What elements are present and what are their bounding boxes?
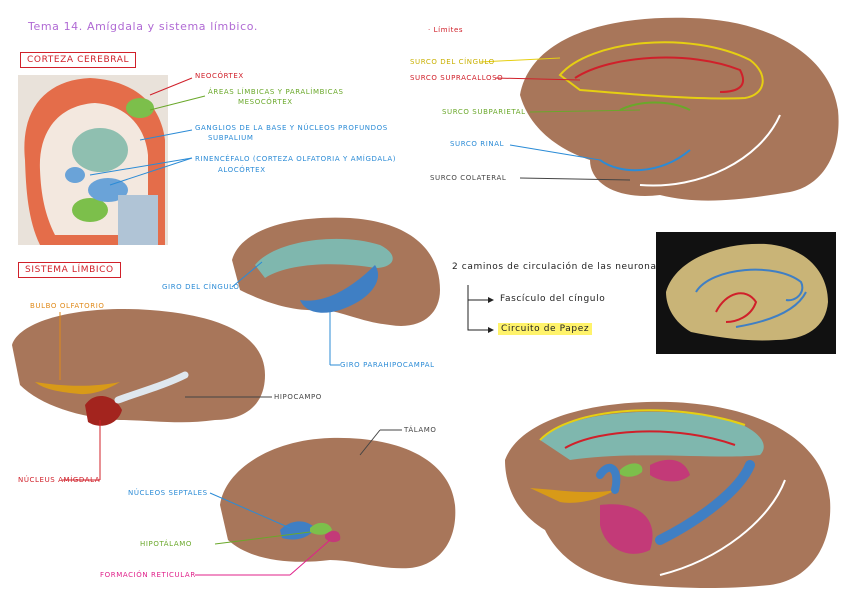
label-nucleus-amigdala: NÚCLEUS AMÍGDALA xyxy=(18,476,101,484)
papez-highlight: Circuito de Papez xyxy=(498,323,593,335)
circuit-item-fasciculo: Fascículo del cíngulo xyxy=(500,294,606,304)
label-surco-supracalloso: SURCO SUPRACALLOSO xyxy=(410,74,504,82)
section-corteza-cerebral: CORTEZA CEREBRAL xyxy=(20,52,137,68)
label-nucleos-septales: NÚCLEOS SEPTALES xyxy=(128,489,208,497)
section-sistema-limbico: SISTEMA LÍMBICO xyxy=(18,262,121,278)
circuits-heading: 2 caminos de circulación de las neuronas xyxy=(452,262,662,272)
label-alocortex: ALOCÓRTEX xyxy=(218,166,266,174)
medial-brain-bottom-middle xyxy=(220,437,456,569)
label-hipocampo: HIPOCAMPO xyxy=(274,393,322,401)
label-surco-cingulo: SURCO DEL CÍNGULO xyxy=(410,58,495,66)
medial-brain-top-right xyxy=(520,17,839,201)
label-hipotalamo: HIPOTÁLAMO xyxy=(140,540,192,548)
label-giro-cingulo: GIRO DEL CÍNGULO xyxy=(162,283,240,291)
papez-circuit-photo xyxy=(656,232,836,354)
label-areas-limbicas: ÁREAS LÍMBICAS Y PARALÍMBICAS xyxy=(208,88,344,96)
label-surco-subparietal: SURCO SUBPARIETAL xyxy=(442,108,526,116)
label-neocortex: NEOCÓRTEX xyxy=(195,72,244,80)
section-limites: · Límites xyxy=(428,26,464,34)
label-formacion-reticular: FORMACIÓN RETICULAR xyxy=(100,571,196,579)
page-title: Tema 14. Amígdala y sistema límbico. xyxy=(28,20,258,33)
label-rinencefalo: RINENCÉFALO (CORTEZA OLFATORIA Y AMÍGDAL… xyxy=(195,155,397,163)
label-ganglios-base: GANGLIOS DE LA BASE Y NÚCLEOS PROFUNDOS xyxy=(195,124,388,132)
label-subpalium: SUBPALIUM xyxy=(208,134,254,142)
label-talamo: TÁLAMO xyxy=(404,426,437,434)
medial-brain-middle xyxy=(232,217,440,326)
label-giro-parahipocampal: GIRO PARAHIPOCAMPAL xyxy=(340,361,435,369)
label-bulbo-olfatorio: BULBO OLFATORIO xyxy=(30,302,105,310)
label-mesocortex: MESOCÓRTEX xyxy=(238,98,293,106)
medial-brain-left-lower xyxy=(12,309,265,426)
papez-photo-drawing xyxy=(666,243,828,341)
label-surco-colateral: SURCO COLATERAL xyxy=(430,174,507,182)
coronal-section-image xyxy=(18,75,168,245)
circuit-item-papez: Circuito de Papez xyxy=(498,323,593,335)
label-surco-rinal: SURCO RINAL xyxy=(450,140,505,148)
medial-brain-bottom-right xyxy=(505,401,831,589)
